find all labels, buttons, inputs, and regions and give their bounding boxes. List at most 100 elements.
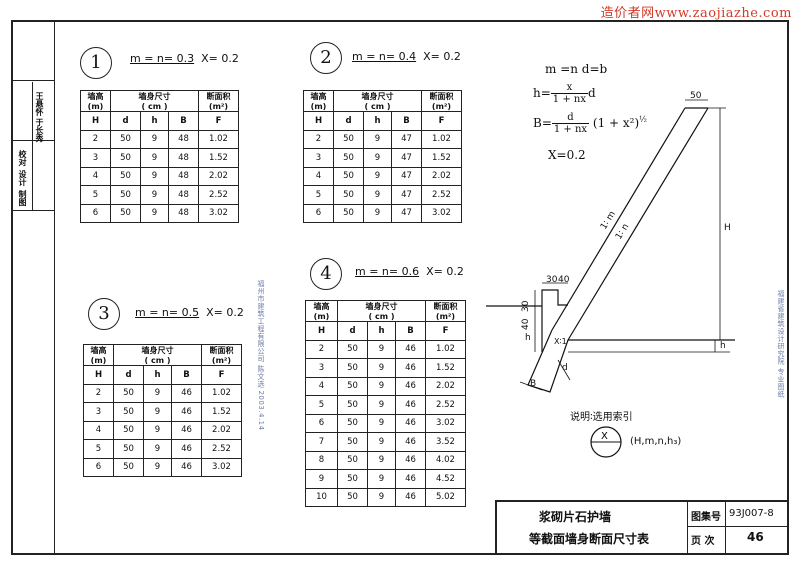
sidebar-name-2: 于长秀 (35, 118, 44, 142)
subheader-cell: h (140, 111, 169, 131)
table-cell: 50 (113, 420, 144, 440)
table-cell: 46 (171, 383, 202, 403)
table-cell: 46 (395, 469, 426, 489)
right-margin-text: 福建省建筑设计研究院 专业图纸 (777, 290, 785, 398)
section-1-param: m = n= 0.3 X= 0.2 (130, 52, 239, 65)
header-wall-height: 墙高(m) (80, 90, 111, 112)
table-header-row: 墙高(m)墙身尺寸( cm )断面积(m²) (303, 90, 462, 112)
table-cell: 3.52 (425, 432, 466, 452)
table-cell: 5 (305, 395, 338, 415)
table-cell: 1.02 (198, 129, 239, 149)
table-cell: 50 (110, 129, 141, 149)
table-cell: 6 (80, 203, 111, 223)
table-cell: 2 (303, 129, 334, 149)
header-section-area: 断面积(m²) (421, 90, 462, 112)
table-cell: 9 (367, 450, 396, 470)
note-label: 说明∶选用索引 (570, 412, 633, 423)
table-cell: 50 (113, 383, 144, 403)
table-header-row: 墙高(m)墙身尺寸( cm )断面积(m²) (83, 344, 242, 366)
table-cell: 4 (303, 166, 334, 186)
heel-step (541, 289, 568, 352)
table-cell: 3.02 (201, 457, 242, 477)
table-cell: 50 (333, 185, 364, 205)
index-symbol: X (590, 426, 622, 458)
table-cell: 50 (113, 457, 144, 477)
diagram-dim-30b: 30 (521, 300, 531, 312)
header-wall-size: 墙身尺寸( cm ) (113, 344, 202, 366)
subheader-cell: B (168, 111, 199, 131)
table-cell: 4 (80, 166, 111, 186)
title-main: 浆砌片石护墙 (539, 510, 612, 524)
table-cell: 2.52 (198, 185, 239, 205)
atlas-number-value: 93J007-8 (729, 508, 774, 519)
section-1-x: X= 0.2 (201, 52, 239, 65)
table-cell: 2.02 (198, 166, 239, 186)
table-cell: 50 (337, 395, 368, 415)
table-cell: 50 (110, 203, 141, 223)
table-cell: 50 (113, 402, 144, 422)
header-wall-size: 墙身尺寸( cm ) (333, 90, 422, 112)
table-cell: 46 (395, 450, 426, 470)
table-cell: 3.02 (198, 203, 239, 223)
subheader-cell: H (83, 365, 114, 385)
atlas-number-label: 图集号 (691, 512, 721, 523)
page-number: 46 (747, 530, 764, 544)
diagram-d-label: d (562, 363, 568, 373)
subheader-cell: H (303, 111, 334, 131)
table-cell: 1.52 (201, 402, 242, 422)
table-cell: 50 (110, 185, 141, 205)
section-3-circle: 3 (88, 298, 120, 330)
formula-x: X=0.2 (548, 148, 586, 162)
section-3-x: X= 0.2 (206, 306, 244, 319)
table-cell: 3.02 (421, 203, 462, 223)
table-cell: 6 (83, 457, 114, 477)
table-cell: 46 (395, 487, 426, 507)
note-params: (H,m,n,h₃) (630, 436, 682, 447)
table-cell: 2.02 (421, 166, 462, 186)
subheader-cell: B (395, 321, 426, 341)
table-cell: 9 (140, 185, 169, 205)
diagram-x1-ratio: X∶1 (554, 337, 567, 346)
sidebar-name-1: 王悬怀 (35, 92, 44, 116)
table-cell: 1.02 (201, 383, 242, 403)
table-cell: 2.52 (425, 395, 466, 415)
formula-line-1: m =n d=b (545, 62, 608, 76)
subheader-cell: F (198, 111, 239, 131)
table-cell: 50 (337, 358, 368, 378)
table-cell: 48 (168, 185, 199, 205)
table-cell: 4.52 (425, 469, 466, 489)
index-symbol-x: X (601, 431, 608, 442)
subheader-cell: h (143, 365, 172, 385)
diagram-B-label: B (530, 379, 536, 389)
table-cell: 50 (337, 339, 368, 359)
table-cell: 9 (367, 413, 396, 433)
subheader-cell: H (80, 111, 111, 131)
title-sub: 等截面墙身断面尺寸表 (529, 532, 650, 546)
section-2-x: X= 0.2 (423, 50, 461, 63)
table-cell: 5 (80, 185, 111, 205)
table-cell: 50 (333, 203, 364, 223)
section-4-param: m = n= 0.6 X= 0.2 (355, 265, 464, 278)
section-3-param: m = n= 0.5 X= 0.2 (135, 306, 244, 319)
table-header-row: 墙高(m)墙身尺寸( cm )断面积(m²) (305, 300, 466, 322)
section-2-param: m = n= 0.4 X= 0.2 (352, 50, 461, 63)
header-wall-size: 墙身尺寸( cm ) (337, 300, 426, 322)
subheader-cell: h (367, 321, 396, 341)
table-cell: 46 (171, 420, 202, 440)
table-cell: 9 (143, 420, 172, 440)
diagram-H-label: H (724, 223, 731, 233)
